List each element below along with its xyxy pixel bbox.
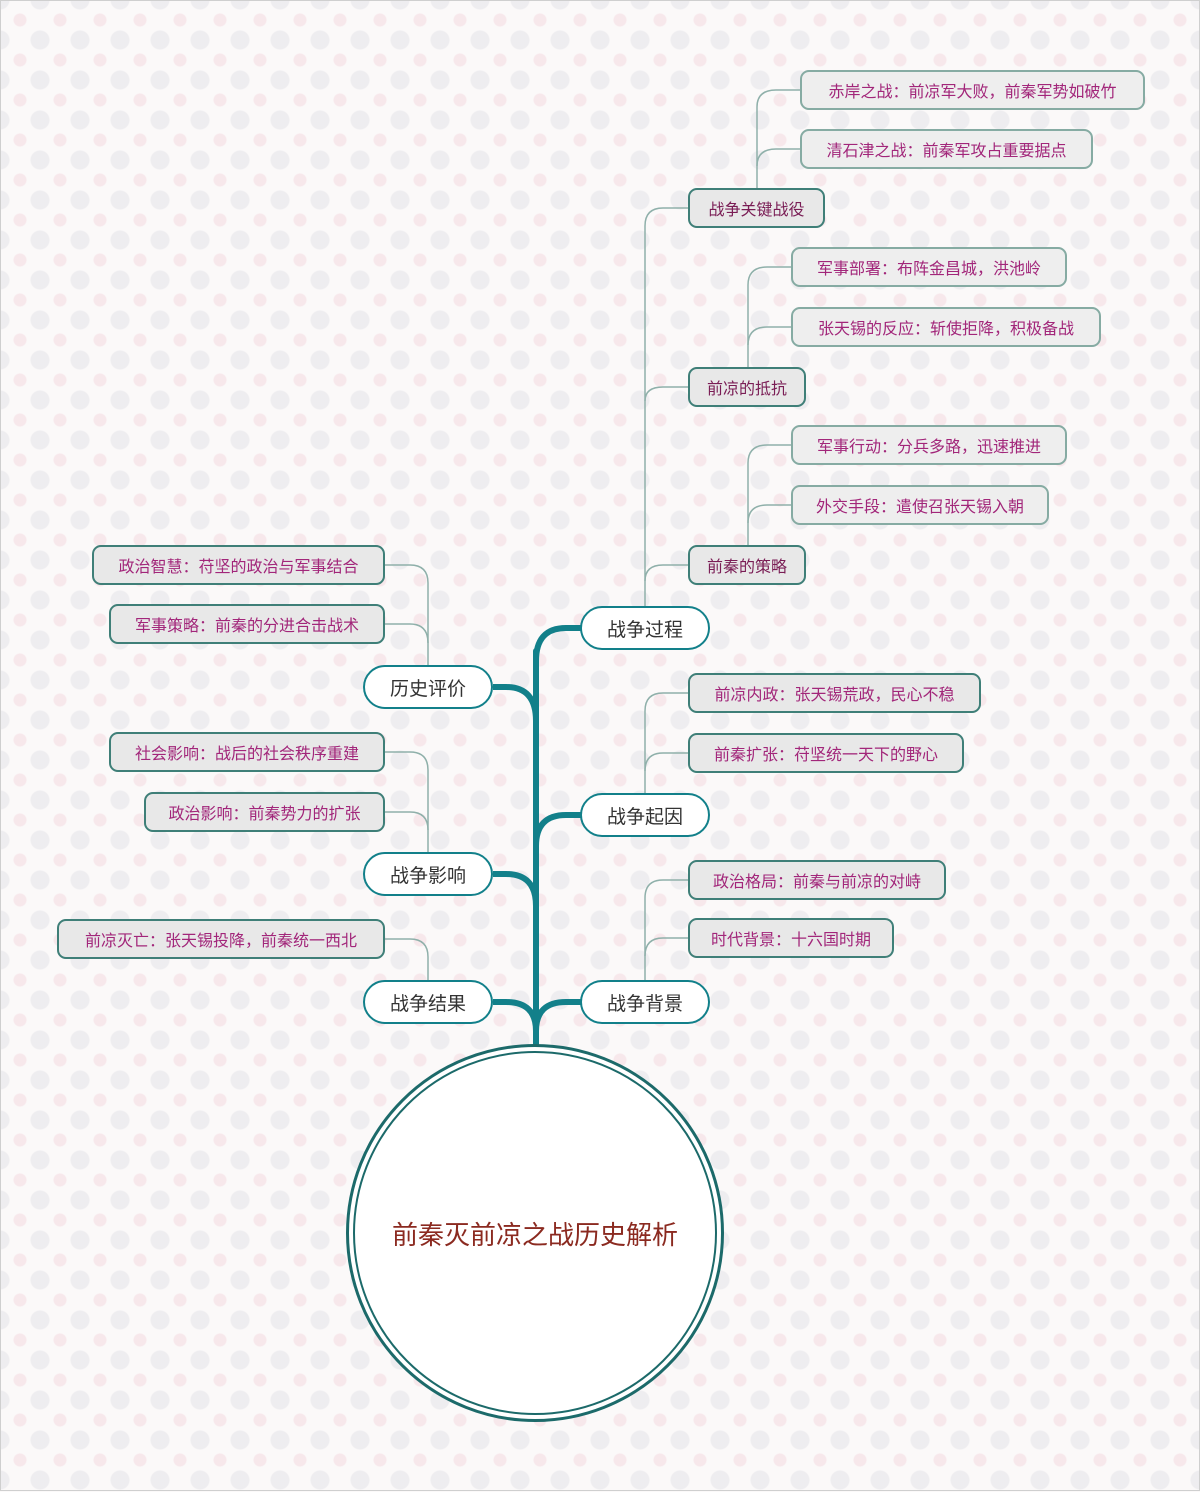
branch-label: 战争背景 bbox=[606, 992, 683, 1015]
leaf-political-wisdom[interactable]: 政治智慧：苻坚的政治与军事结合 bbox=[92, 545, 385, 585]
branch-historical-evaluation[interactable]: 历史评价 bbox=[363, 665, 493, 709]
leaf-label: 军事部署：布阵金昌城，洪池岭 bbox=[816, 259, 1041, 278]
subtopic-label: 前凉的抵抗 bbox=[706, 379, 787, 398]
branch-war-background[interactable]: 战争背景 bbox=[580, 980, 710, 1024]
leaf-label: 赤岸之战：前凉军大败，前秦军势如破竹 bbox=[828, 82, 1117, 101]
subtopic-qianqin-strategy[interactable]: 前秦的策略 bbox=[688, 545, 806, 585]
branch-war-cause[interactable]: 战争起因 bbox=[580, 793, 710, 837]
leaf-label: 军事策略：前秦的分进合击战术 bbox=[134, 616, 359, 635]
leaf-military-action[interactable]: 军事行动：分兵多路，迅速推进 bbox=[791, 425, 1067, 465]
branch-war-impact[interactable]: 战争影响 bbox=[363, 852, 493, 896]
leaf-social-impact[interactable]: 社会影响：战后的社会秩序重建 bbox=[109, 732, 385, 772]
subtopic-key-battles[interactable]: 战争关键战役 bbox=[688, 188, 825, 228]
leaf-label: 外交手段：遣使召张天锡入朝 bbox=[815, 497, 1024, 516]
subtopic-label: 战争关键战役 bbox=[708, 200, 805, 219]
leaf-era-background[interactable]: 时代背景：十六国时期 bbox=[688, 918, 894, 958]
leaf-label: 政治影响：前秦势力的扩张 bbox=[168, 804, 361, 823]
branch-war-process[interactable]: 战争过程 bbox=[580, 606, 710, 650]
leaf-zhang-tianxi-reaction[interactable]: 张天锡的反应：斩使拒降，积极备战 bbox=[791, 307, 1101, 347]
leaf-label: 社会影响：战后的社会秩序重建 bbox=[134, 744, 359, 763]
leaf-label: 清石津之战：前秦军攻占重要据点 bbox=[826, 141, 1067, 160]
leaf-chian-battle[interactable]: 赤岸之战：前凉军大败，前秦军势如破竹 bbox=[800, 70, 1145, 110]
leaf-diplomatic-means[interactable]: 外交手段：遣使召张天锡入朝 bbox=[791, 485, 1049, 525]
branch-war-result[interactable]: 战争结果 bbox=[363, 980, 493, 1024]
branch-label: 战争过程 bbox=[606, 618, 683, 641]
leaf-label: 时代背景：十六国时期 bbox=[710, 930, 871, 949]
leaf-political-landscape[interactable]: 政治格局：前秦与前凉的对峙 bbox=[688, 860, 946, 900]
leaf-military-strategy[interactable]: 军事策略：前秦的分进合击战术 bbox=[109, 604, 385, 644]
leaf-label: 前凉内政：张天锡荒政，民心不稳 bbox=[714, 685, 955, 704]
subtopic-qianliang-resistance[interactable]: 前凉的抵抗 bbox=[688, 367, 806, 407]
leaf-label: 政治格局：前秦与前凉的对峙 bbox=[712, 872, 921, 891]
root-topic-title: 前秦灭前凉之战历史解析 bbox=[391, 1220, 678, 1251]
root-topic[interactable]: 前秦灭前凉之战历史解析 bbox=[346, 1044, 724, 1422]
leaf-label: 张天锡的反应：斩使拒降，积极备战 bbox=[817, 319, 1074, 338]
leaf-qianqin-expansion[interactable]: 前秦扩张：苻坚统一天下的野心 bbox=[688, 733, 964, 773]
subtopic-label: 前秦的策略 bbox=[706, 557, 787, 576]
leaf-label: 前秦扩张：苻坚统一天下的野心 bbox=[713, 745, 938, 764]
branch-label: 战争结果 bbox=[389, 992, 466, 1015]
branch-label: 历史评价 bbox=[389, 677, 466, 700]
leaf-qingshijin-battle[interactable]: 清石津之战：前秦军攻占重要据点 bbox=[800, 129, 1093, 169]
branch-label: 战争起因 bbox=[606, 805, 683, 828]
leaf-label: 军事行动：分兵多路，迅速推进 bbox=[816, 437, 1041, 456]
branch-label: 战争影响 bbox=[389, 864, 466, 887]
leaf-qianliang-internal-affairs[interactable]: 前凉内政：张天锡荒政，民心不稳 bbox=[688, 673, 981, 713]
leaf-political-impact[interactable]: 政治影响：前秦势力的扩张 bbox=[144, 792, 385, 832]
leaf-label: 前凉灭亡：张天锡投降，前秦统一西北 bbox=[84, 931, 357, 950]
leaf-qianliang-fall[interactable]: 前凉灭亡：张天锡投降，前秦统一西北 bbox=[57, 919, 385, 959]
leaf-military-deployment[interactable]: 军事部署：布阵金昌城，洪池岭 bbox=[791, 247, 1067, 287]
leaf-label: 政治智慧：苻坚的政治与军事结合 bbox=[118, 557, 359, 576]
